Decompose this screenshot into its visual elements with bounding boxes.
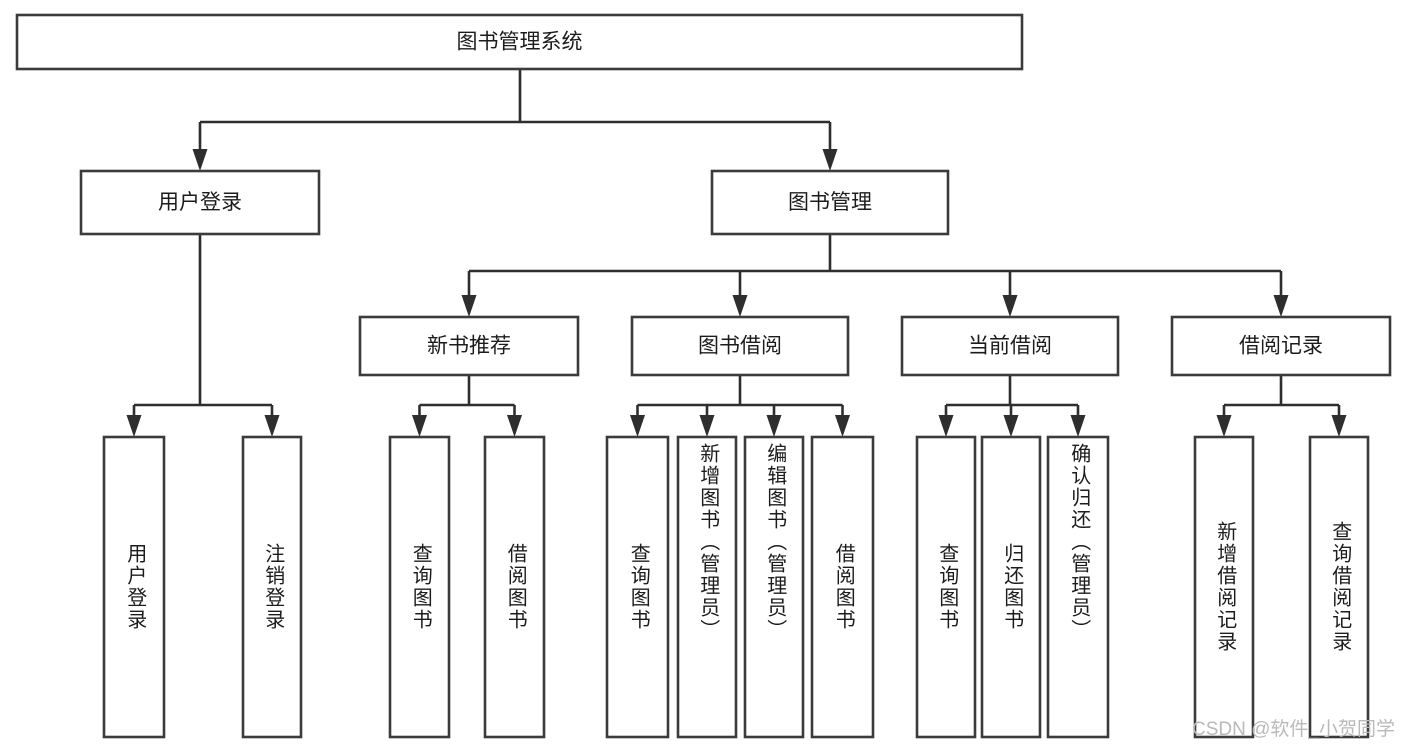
- connector-layer: [126, 69, 1347, 437]
- node-label-user_login: 用户登录: [158, 191, 242, 214]
- node-leaf_confirm_return[interactable]: [1046, 435, 1110, 739]
- arrowhead-leaf_borrow_book_1: [507, 415, 522, 437]
- node-book_manage[interactable]: 图书管理: [710, 169, 950, 236]
- node-label-current_borrow: 当前借阅: [968, 335, 1052, 358]
- node-box-user_login[interactable]: [79, 169, 321, 236]
- arrowhead-leaf_confirm_return: [1070, 415, 1086, 437]
- node-leaf_query_book_2[interactable]: [605, 435, 670, 739]
- arrowhead-leaf_query_book_2: [630, 415, 645, 437]
- node-leaf_query_record[interactable]: [1308, 435, 1370, 739]
- arrowhead-new_book_rec: [461, 295, 477, 317]
- node-current_borrow[interactable]: 当前借阅: [900, 315, 1120, 377]
- connector-group-user_login: [126, 234, 280, 437]
- node-leaf_borrow_book_1[interactable]: [483, 435, 546, 739]
- node-box-leaf_query_book_2[interactable]: [605, 435, 670, 739]
- node-box-leaf_confirm_return[interactable]: [1046, 435, 1110, 739]
- arrowhead-leaf_query_record: [1331, 415, 1347, 437]
- connector-group-current_borrow: [938, 375, 1086, 437]
- connector-group-borrow_record: [1216, 375, 1347, 437]
- node-label-borrow_record: 借阅记录: [1239, 335, 1323, 358]
- node-user_login[interactable]: 用户登录: [79, 169, 321, 236]
- arrowhead-leaf_query_book_3: [938, 415, 954, 437]
- connector-group-new_book_rec: [412, 375, 522, 437]
- node-box-leaf_add_book[interactable]: [676, 435, 738, 739]
- node-new_book_rec[interactable]: 新书推荐: [358, 315, 580, 377]
- node-box-leaf_query_book_1[interactable]: [388, 435, 451, 739]
- node-box-new_book_rec[interactable]: [358, 315, 580, 377]
- node-leaf_logout[interactable]: [241, 435, 303, 739]
- node-box-leaf_edit_book[interactable]: [743, 435, 805, 739]
- node-leaf_user_login[interactable]: [102, 435, 166, 739]
- node-box-borrow_record[interactable]: [1170, 315, 1392, 377]
- arrowhead-book_manage: [822, 149, 838, 171]
- node-box-book_borrow[interactable]: [630, 315, 850, 377]
- node-box-leaf_add_record[interactable]: [1193, 435, 1255, 739]
- node-book_borrow[interactable]: 图书借阅: [630, 315, 850, 377]
- node-box-leaf_borrow_book_2[interactable]: [810, 435, 875, 739]
- node-label-book_manage: 图书管理: [788, 191, 872, 214]
- arrowhead-leaf_edit_book: [766, 415, 782, 437]
- node-box-current_borrow[interactable]: [900, 315, 1120, 377]
- node-leaf_query_book_1[interactable]: [388, 435, 451, 739]
- arrowhead-leaf_borrow_book_2: [835, 415, 850, 437]
- node-box-root[interactable]: [15, 13, 1024, 71]
- arrowhead-leaf_logout: [264, 415, 280, 437]
- arrowhead-current_borrow: [1002, 295, 1018, 317]
- node-box-leaf_query_record[interactable]: [1308, 435, 1370, 739]
- node-leaf_borrow_book_2[interactable]: [810, 435, 875, 739]
- node-box-leaf_user_login[interactable]: [102, 435, 166, 739]
- node-box-leaf_query_book_3[interactable]: [915, 435, 977, 739]
- arrowhead-leaf_user_login: [126, 415, 142, 437]
- node-borrow_record[interactable]: 借阅记录: [1170, 315, 1392, 377]
- connector-group-book_borrow: [630, 375, 850, 437]
- connector-group-book_manage: [461, 234, 1289, 317]
- node-root[interactable]: 图书管理系统: [15, 13, 1024, 71]
- node-leaf_add_book[interactable]: [676, 435, 738, 739]
- arrowhead-user_login: [192, 149, 208, 171]
- connector-group-root: [192, 69, 838, 171]
- arrowhead-leaf_add_record: [1216, 415, 1232, 437]
- node-box-leaf_logout[interactable]: [241, 435, 303, 739]
- node-label-root: 图书管理系统: [457, 31, 583, 54]
- node-label-new_book_rec: 新书推荐: [427, 335, 511, 358]
- node-leaf_add_record[interactable]: [1193, 435, 1255, 739]
- node-label-book_borrow: 图书借阅: [698, 335, 782, 358]
- arrowhead-book_borrow: [732, 295, 748, 317]
- node-box-leaf_return_book[interactable]: [980, 435, 1042, 739]
- node-leaf_return_book[interactable]: [980, 435, 1042, 739]
- node-box-leaf_borrow_book_1[interactable]: [483, 435, 546, 739]
- arrowhead-leaf_query_book_1: [412, 415, 427, 437]
- node-leaf_edit_book[interactable]: [743, 435, 805, 739]
- node-box-book_manage[interactable]: [710, 169, 950, 236]
- node-leaf_query_book_3[interactable]: [915, 435, 977, 739]
- arrowhead-borrow_record: [1273, 295, 1289, 317]
- arrowhead-leaf_add_book: [699, 415, 715, 437]
- arrowhead-leaf_return_book: [1003, 415, 1019, 437]
